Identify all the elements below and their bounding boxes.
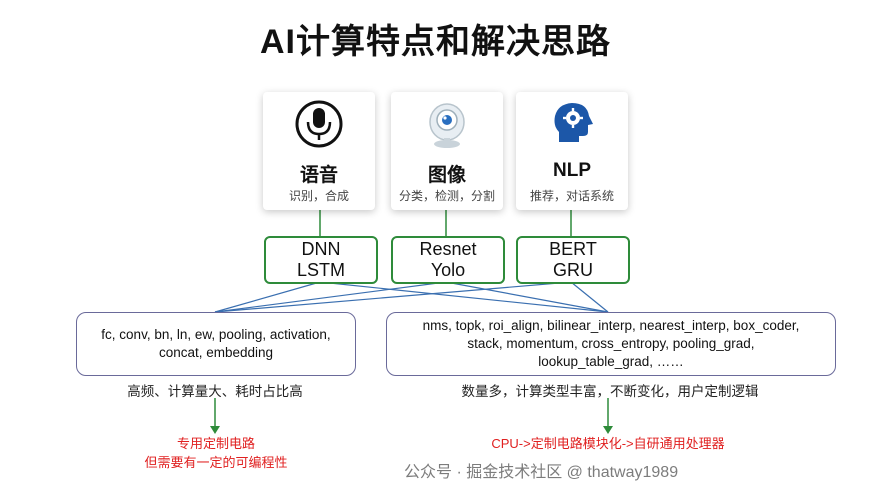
model-label: Yolo: [430, 260, 466, 280]
model-box-bert-gru: BERT GRU: [516, 236, 630, 284]
model-box-dnn-lstm: DNN LSTM: [264, 236, 378, 284]
ops-text: lookup_table_grad, ……: [538, 354, 684, 369]
model-label: DNN: [301, 239, 341, 259]
solution-left: 专用定制电路 但需要有一定的可编程性: [96, 434, 336, 472]
feature-right: 数量多，计算类型丰富，不断变化，用户定制逻辑: [461, 384, 759, 399]
card-title: 语音: [299, 165, 338, 186]
card-image: 图像 分类，检测，分割: [391, 92, 503, 210]
ops-text: concat, embedding: [158, 345, 274, 360]
ops-box-common: fc, conv, bn, ln, ew, pooling, activatio…: [76, 312, 356, 376]
page-title: AI计算特点和解决思路: [260, 23, 611, 61]
webcam-icon: [391, 98, 503, 154]
ops-box-diverse: nms, topk, roi_align, bilinear_interp, n…: [386, 312, 836, 376]
model-label: LSTM: [296, 260, 345, 280]
solution-text: 专用定制电路: [176, 436, 255, 451]
card-subtitle: 推荐，对话系统: [529, 189, 614, 203]
ops-text: fc, conv, bn, ln, ew, pooling, activatio…: [101, 327, 331, 342]
card-title: 图像: [427, 165, 466, 186]
card-title: NLP: [553, 160, 591, 181]
card-subtitle: 识别，合成: [288, 189, 349, 203]
card-nlp: NLP 推荐，对话系统: [516, 92, 628, 210]
card-speech: 语音 识别，合成: [263, 92, 375, 210]
model-box-resnet-yolo: Resnet Yolo: [391, 236, 505, 284]
watermark: 公众号 · 掘金技术社区 @ thatway1989: [404, 464, 679, 481]
ops-text: nms, topk, roi_align, bilinear_interp, n…: [422, 318, 800, 333]
model-label: GRU: [553, 260, 593, 280]
feature-left: 高频、计算量大、耗时占比高: [127, 384, 303, 399]
microphone-icon: [263, 98, 375, 154]
solution-right: CPU->定制电路模块化->自研通用处理器: [491, 436, 725, 451]
card-subtitle: 分类，检测，分割: [398, 189, 495, 203]
ops-text: stack, momentum, cross_entropy, pooling_…: [467, 336, 755, 351]
solution-text: 但需要有一定的可编程性: [144, 455, 288, 470]
model-label: Resnet: [419, 239, 477, 259]
head-gear-icon: [516, 98, 628, 154]
model-label: BERT: [549, 239, 597, 259]
